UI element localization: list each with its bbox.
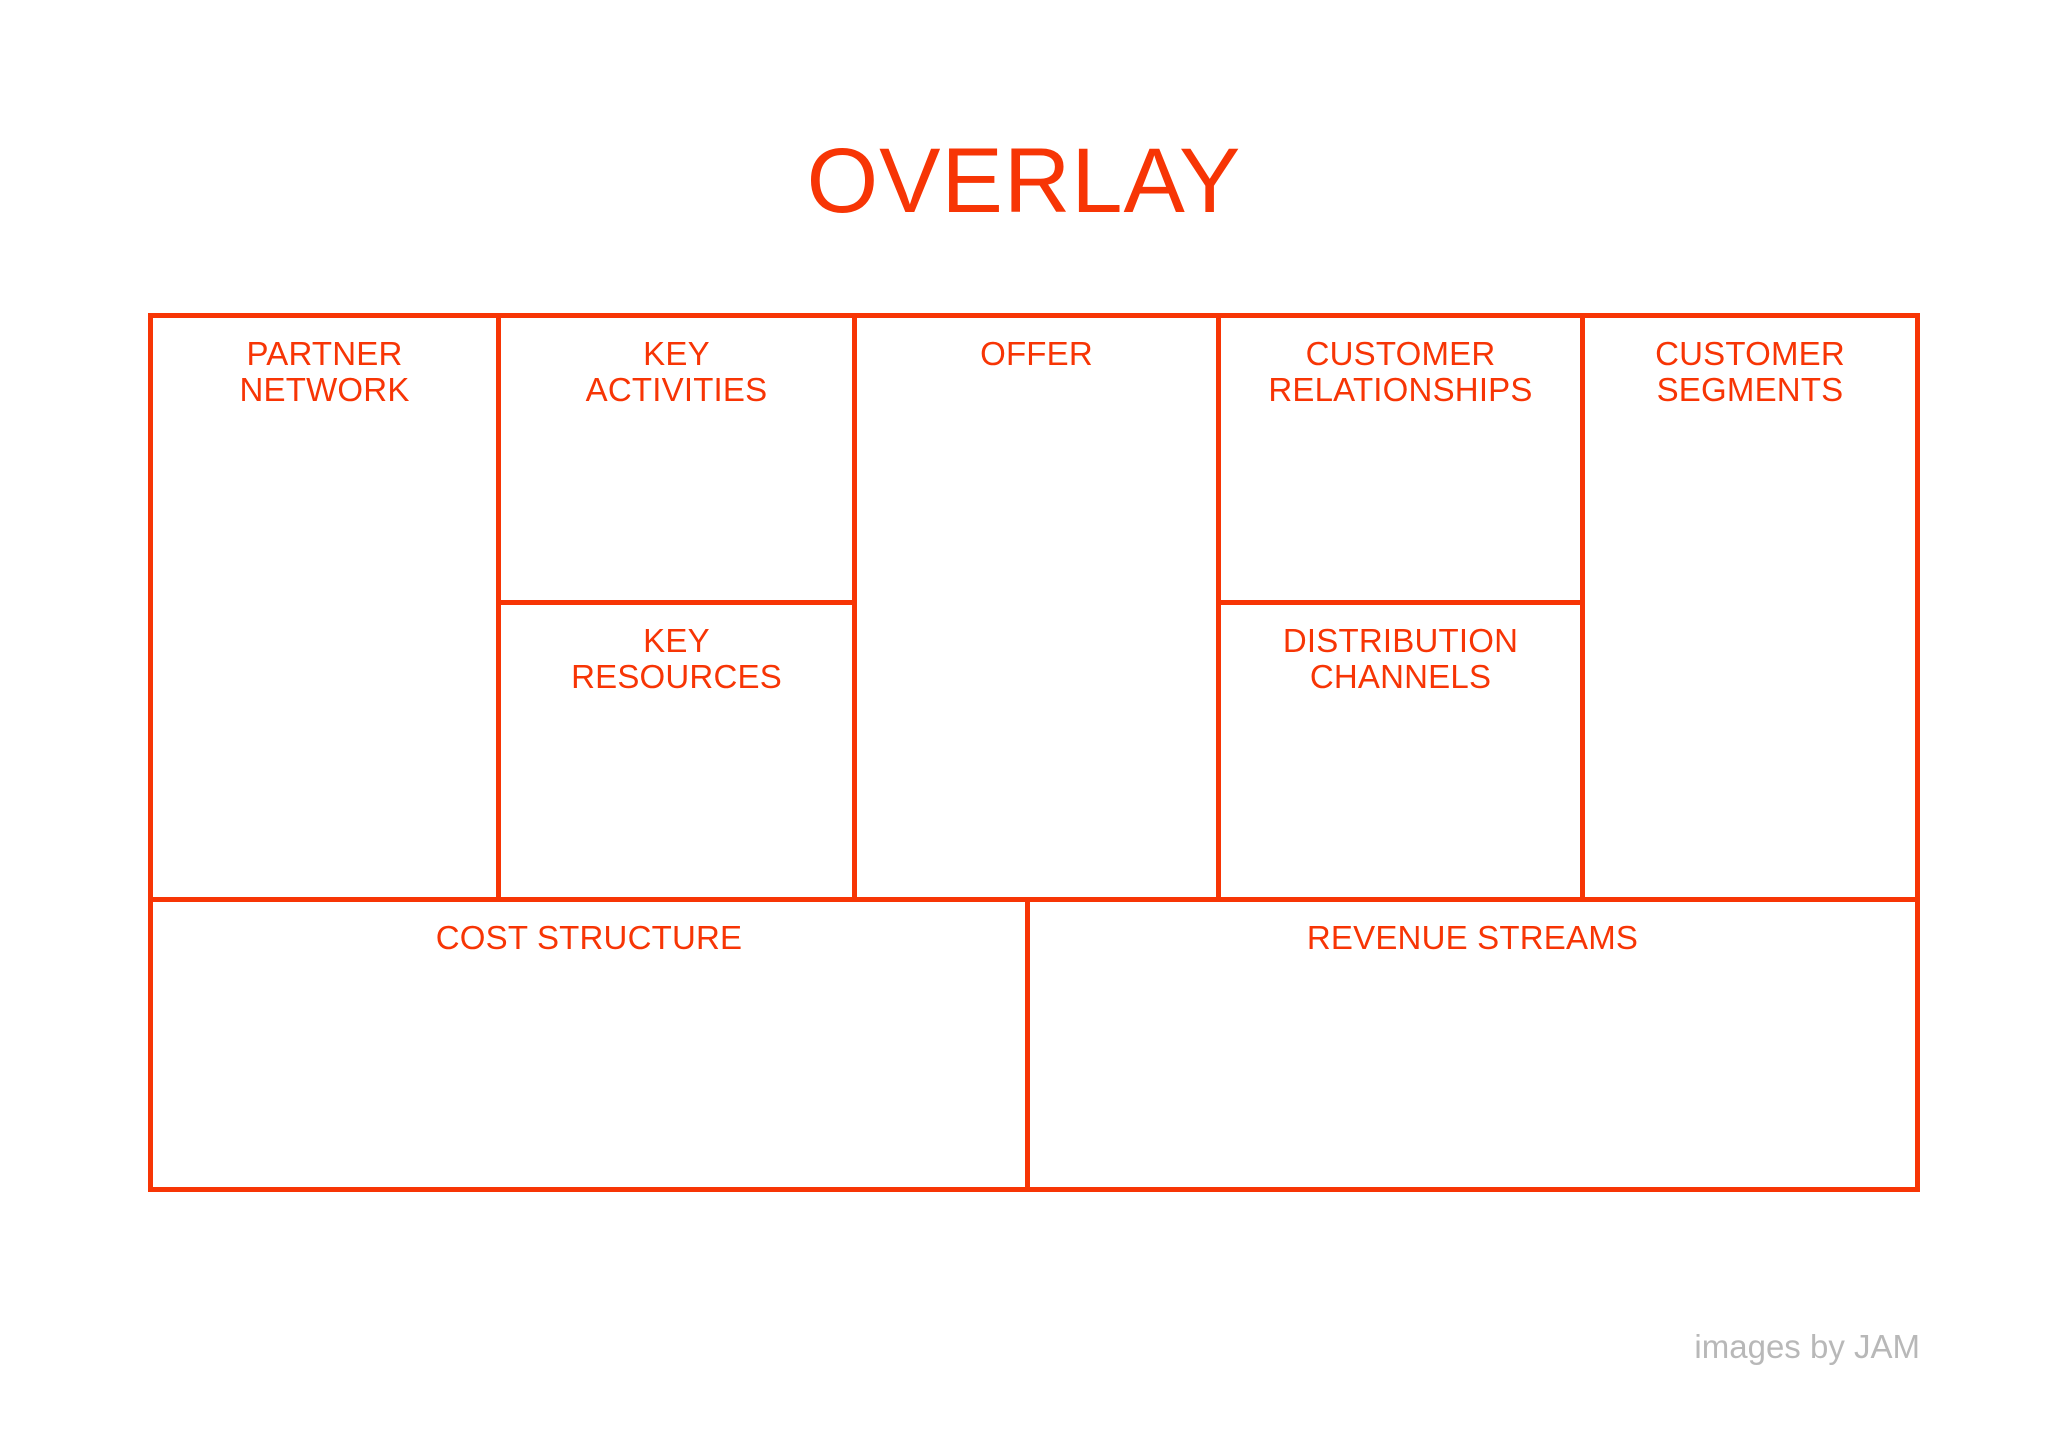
partner-network-label-line1: PARTNER — [246, 335, 403, 372]
key-activities-label-line2: ACTIVITIES — [585, 370, 768, 408]
customer-relationships-label-line1: CUSTOMER — [1305, 335, 1496, 372]
distribution-channels-label-line2: CHANNELS — [1309, 657, 1492, 695]
canvas-block-cost-structure[interactable]: COST STRUCTURE — [148, 897, 1030, 1192]
offer-label: OFFER — [857, 336, 1216, 372]
key-resources-label-line1: KEY — [643, 622, 710, 659]
business-model-canvas: PARTNER NETWORK KEY ACTIVITIES KEY RESOU… — [148, 313, 1920, 1192]
distribution-channels-label-line1: DISTRIBUTION — [1282, 622, 1519, 659]
canvas-block-customer-segments[interactable]: CUSTOMER SEGMENTS — [1580, 313, 1920, 902]
canvas-block-key-resources[interactable]: KEY RESOURCES — [496, 600, 857, 902]
canvas-block-key-activities[interactable]: KEY ACTIVITIES — [496, 313, 857, 605]
customer-relationships-label: CUSTOMER RELATIONSHIPS — [1221, 336, 1580, 407]
customer-segments-label-line1: CUSTOMER — [1655, 335, 1845, 372]
revenue-streams-label: REVENUE STREAMS — [1030, 920, 1915, 956]
offer-label-line1: OFFER — [980, 335, 1093, 372]
key-activities-label-line1: KEY — [643, 335, 710, 372]
key-resources-label: KEY RESOURCES — [501, 623, 852, 694]
partner-network-label: PARTNER NETWORK — [153, 336, 496, 407]
customer-segments-label: CUSTOMER SEGMENTS — [1585, 336, 1915, 407]
cost-structure-label-line1: COST STRUCTURE — [435, 919, 743, 956]
page-title: OVERLAY — [806, 130, 1242, 232]
canvas-block-distribution-channels[interactable]: DISTRIBUTION CHANNELS — [1216, 600, 1585, 902]
canvas-block-partner-network[interactable]: PARTNER NETWORK — [148, 313, 501, 902]
cost-structure-label: COST STRUCTURE — [153, 920, 1025, 956]
key-resources-label-line2: RESOURCES — [571, 657, 782, 695]
partner-network-label-line2: NETWORK — [239, 370, 410, 408]
canvas-block-customer-relationships[interactable]: CUSTOMER RELATIONSHIPS — [1216, 313, 1585, 605]
credit-text: images by JAM — [1694, 1328, 1920, 1365]
revenue-streams-label-line1: REVENUE STREAMS — [1306, 919, 1639, 956]
canvas-block-offer[interactable]: OFFER — [852, 313, 1221, 902]
canvas-block-revenue-streams[interactable]: REVENUE STREAMS — [1025, 897, 1920, 1192]
distribution-channels-label: DISTRIBUTION CHANNELS — [1221, 623, 1580, 694]
key-activities-label: KEY ACTIVITIES — [501, 336, 852, 407]
customer-relationships-label-line2: RELATIONSHIPS — [1268, 370, 1533, 408]
customer-segments-label-line2: SEGMENTS — [1656, 370, 1844, 408]
